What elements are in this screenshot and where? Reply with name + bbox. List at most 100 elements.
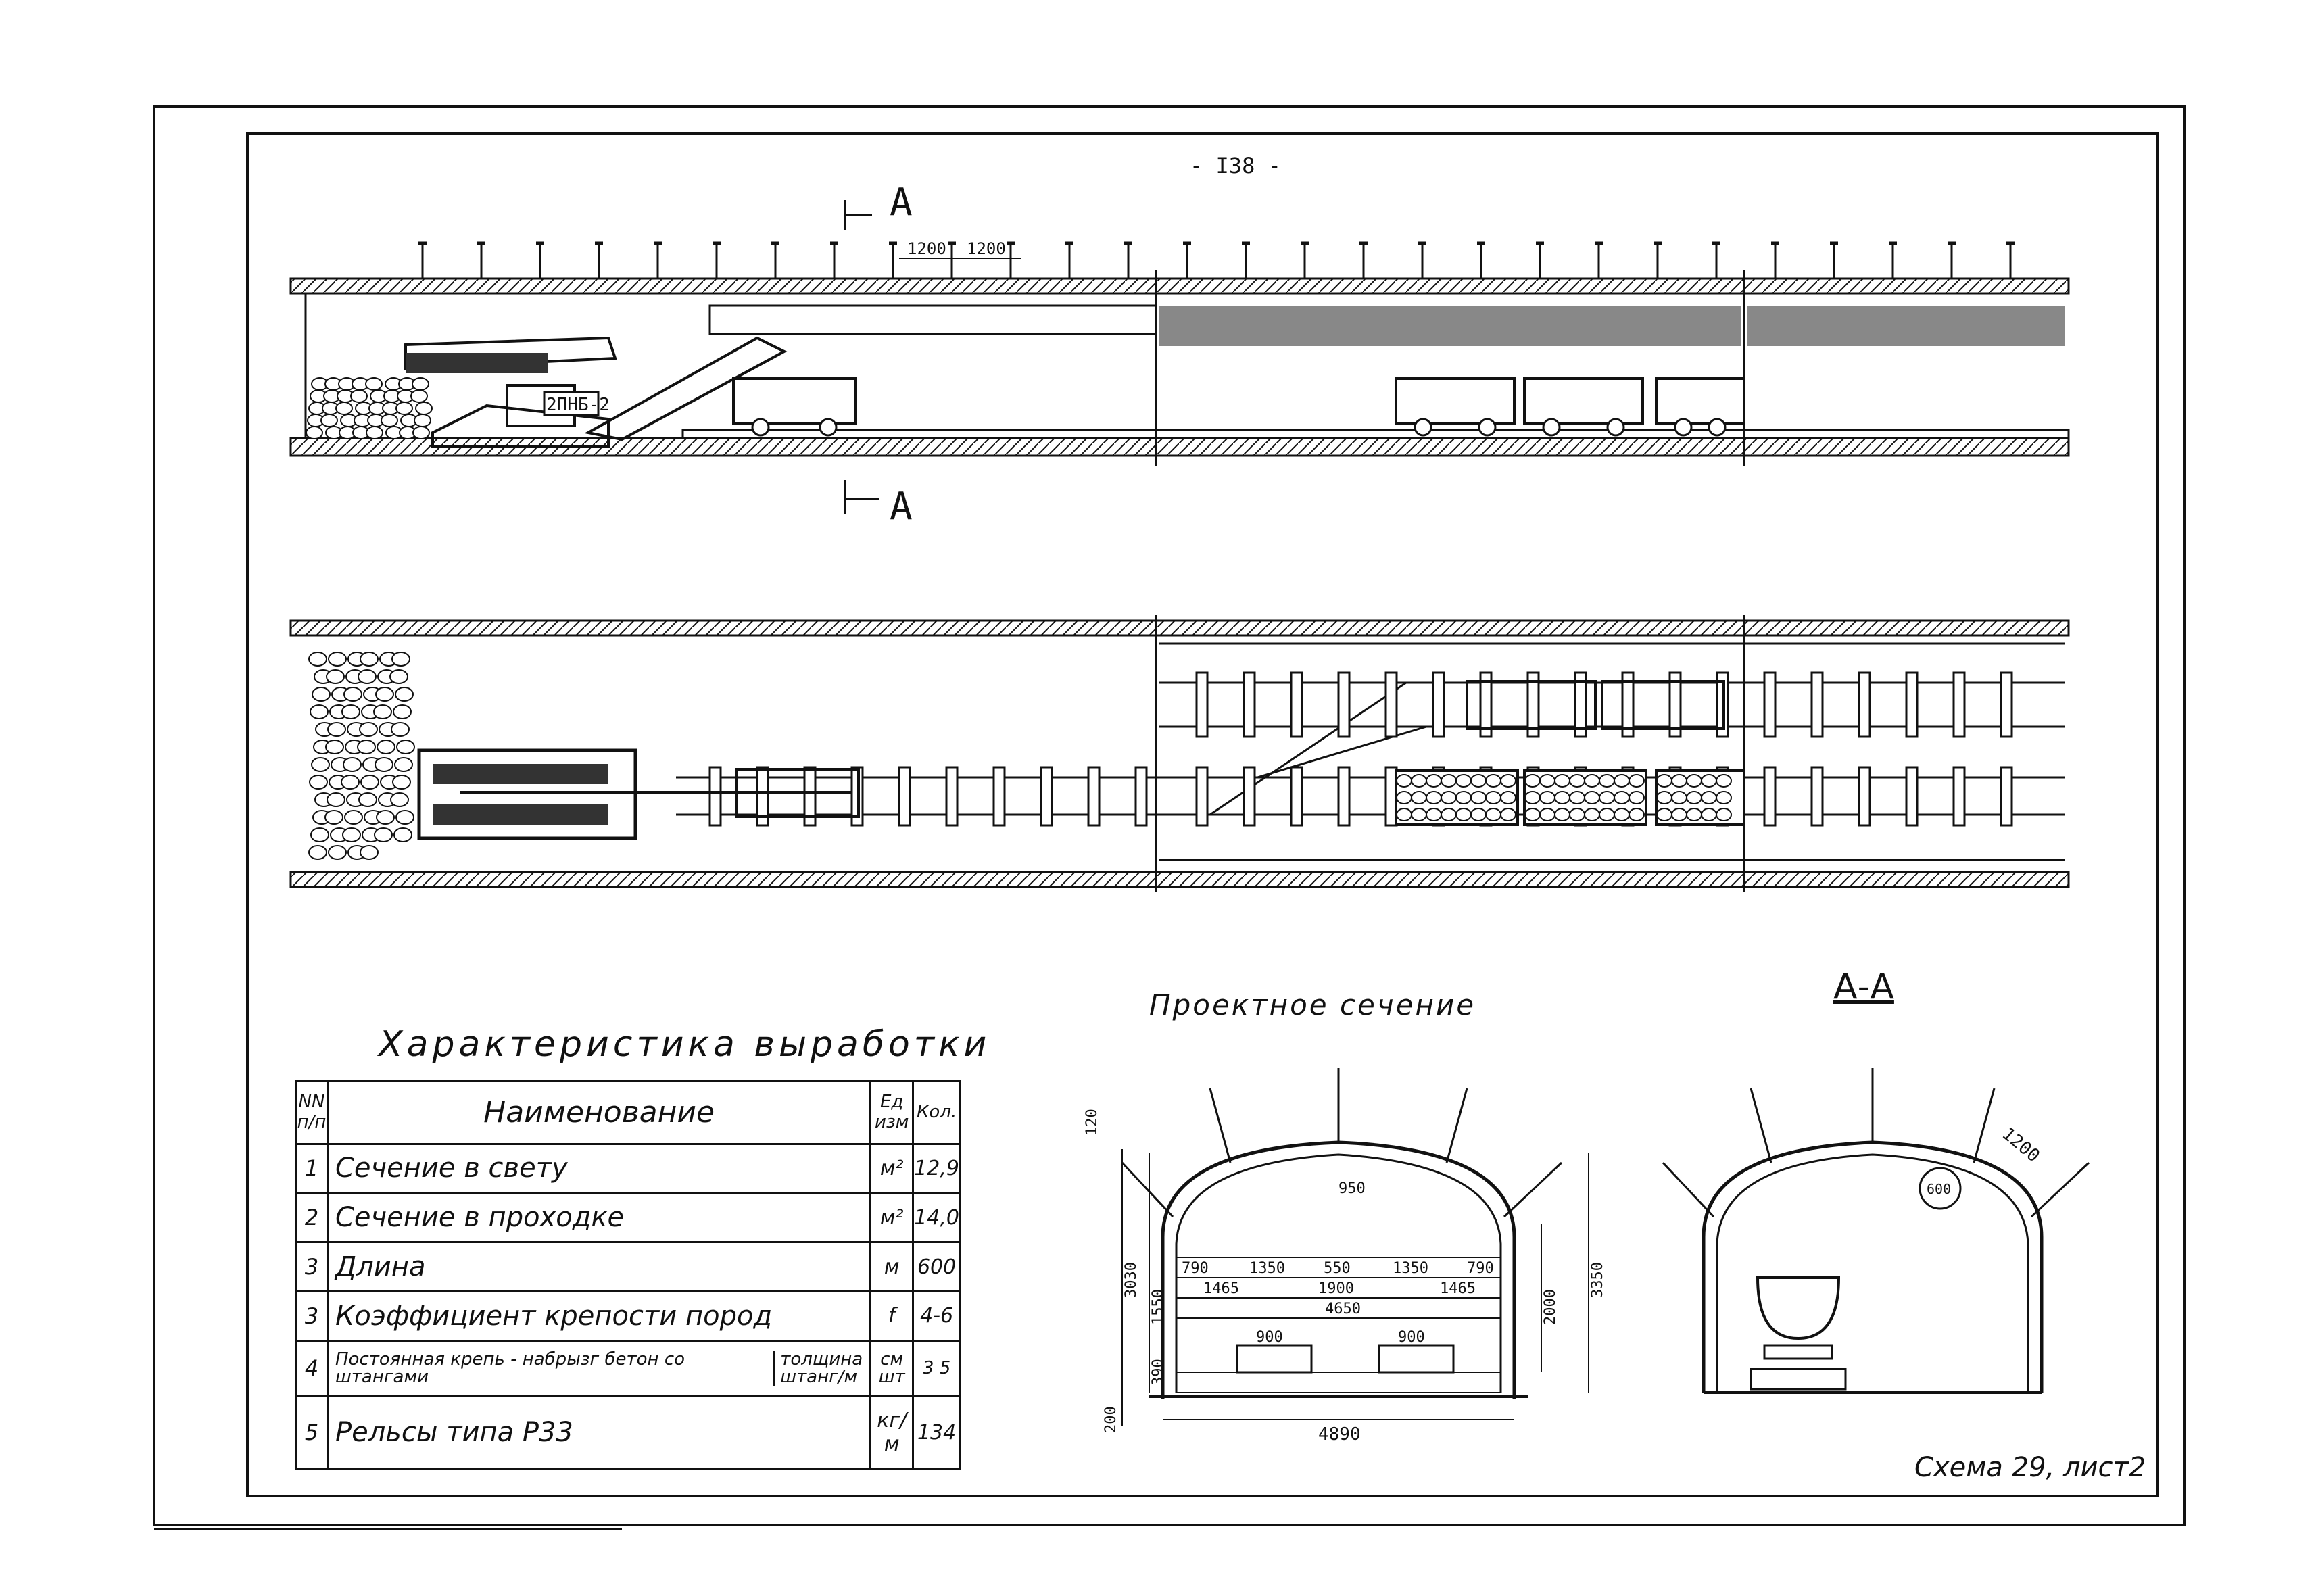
- rock: [310, 704, 329, 719]
- rock: [1554, 791, 1570, 804]
- rock: [1455, 791, 1472, 804]
- sleeper: [1290, 671, 1303, 738]
- dim-4890: 4890: [1318, 1424, 1361, 1445]
- rock: [1569, 808, 1585, 821]
- sleeper: [708, 766, 722, 827]
- sleepers: [708, 671, 2013, 827]
- sleeper: [2000, 671, 2013, 738]
- rock: [365, 377, 383, 391]
- rock: [1441, 791, 1457, 804]
- rock: [1614, 774, 1630, 788]
- wagon-wheel: [1674, 418, 1693, 437]
- table-header: NN п/п Наименование Ед изм Кол.: [295, 1080, 961, 1145]
- characteristics-table: NN п/п Наименование Ед изм Кол. 1 Сечени…: [295, 1080, 961, 1470]
- rock: [1470, 774, 1487, 788]
- dim-3030: 3030: [1123, 1262, 1140, 1298]
- rock: [375, 757, 393, 772]
- row-unit: м: [869, 1241, 915, 1292]
- row-qty: 14,0: [912, 1192, 961, 1244]
- characteristics-title: Характеристика выработки: [379, 1024, 991, 1065]
- rock: [1584, 808, 1600, 821]
- rock: [1584, 774, 1600, 788]
- rock: [396, 740, 415, 754]
- design-section-title: Проектное сечение: [1149, 988, 1476, 1021]
- rock-bolts-top: [418, 241, 2015, 279]
- row-name: Сечение в проходке: [326, 1192, 872, 1244]
- rock: [1671, 774, 1687, 788]
- rock: [1656, 774, 1672, 788]
- design-section: 120 950 790 1350 550 1350 790 1465 1900 …: [1084, 1068, 1606, 1445]
- sleeper: [1574, 671, 1587, 738]
- row-num: 3: [295, 1290, 329, 1342]
- wagon-wheel: [1542, 418, 1561, 437]
- rock: [328, 845, 347, 860]
- rock: [306, 426, 323, 439]
- rock: [343, 687, 362, 702]
- rock: [359, 722, 378, 737]
- sub2: штанг/м: [780, 1367, 858, 1388]
- rock: [360, 845, 379, 860]
- wagons-top: [732, 377, 1745, 437]
- rock: [326, 669, 345, 684]
- rock: [1671, 808, 1687, 821]
- row-num: 2: [295, 1192, 329, 1244]
- rock: [375, 687, 394, 702]
- sleeper: [945, 766, 959, 827]
- rock: [1524, 808, 1541, 821]
- rock: [391, 652, 410, 667]
- rock: [412, 426, 430, 439]
- machine-label: 2ПНБ-2: [546, 395, 610, 415]
- rock: [1539, 791, 1555, 804]
- wagon: [732, 377, 857, 425]
- wagon-wheel: [1478, 418, 1497, 437]
- rock: [1554, 774, 1570, 788]
- dim-1350a: 1350: [1249, 1260, 1285, 1277]
- rock: [1426, 791, 1442, 804]
- rock: [358, 669, 377, 684]
- rock: [325, 740, 344, 754]
- rock: [1441, 774, 1457, 788]
- rock: [1671, 791, 1687, 804]
- row-unit: м²: [869, 1142, 915, 1194]
- table-row: 1 Сечение в свету м² 12,9: [295, 1142, 961, 1194]
- rock: [395, 810, 414, 825]
- outer-frame: [153, 105, 2186, 1526]
- svg-text:A: A: [890, 180, 913, 224]
- page-number: - I38 -: [1190, 153, 1281, 178]
- rock-pile: [306, 377, 433, 439]
- plan-view: [289, 615, 2070, 892]
- rock: [415, 402, 433, 415]
- table-row: 3 Длина м 600: [295, 1241, 961, 1292]
- rock: [1656, 791, 1672, 804]
- row-unit: м²: [869, 1192, 915, 1244]
- sleeper: [898, 766, 911, 827]
- sleeper: [1134, 766, 1148, 827]
- rock: [327, 792, 345, 807]
- table-row: 2 Сечение в проходке м² 14,0: [295, 1192, 961, 1244]
- dim-390: 390: [1150, 1359, 1167, 1386]
- rock: [393, 704, 412, 719]
- rock: [376, 810, 395, 825]
- rock: [381, 414, 398, 427]
- rock: [1396, 791, 1412, 804]
- inner-frame: [246, 132, 2159, 1497]
- dim-1465a: 1465: [1203, 1280, 1239, 1297]
- rock: [1396, 808, 1412, 821]
- rock: [1569, 774, 1585, 788]
- rock: [344, 810, 363, 825]
- row-qty: 4-6: [912, 1290, 961, 1342]
- row-num: 4: [295, 1339, 329, 1397]
- rock: [374, 827, 393, 842]
- rock: [1629, 791, 1645, 804]
- rock: [1584, 791, 1600, 804]
- rock: [360, 775, 379, 790]
- rock: [1701, 791, 1717, 804]
- row-num: 1: [295, 1142, 329, 1194]
- rock: [309, 775, 328, 790]
- roof-hatch: [289, 277, 2070, 295]
- sleeper: [1952, 671, 1966, 738]
- dim-2000: 2000: [1542, 1289, 1559, 1325]
- rock: [1599, 791, 1615, 804]
- wagon-wheel: [751, 418, 770, 437]
- sleeper: [1195, 766, 1209, 827]
